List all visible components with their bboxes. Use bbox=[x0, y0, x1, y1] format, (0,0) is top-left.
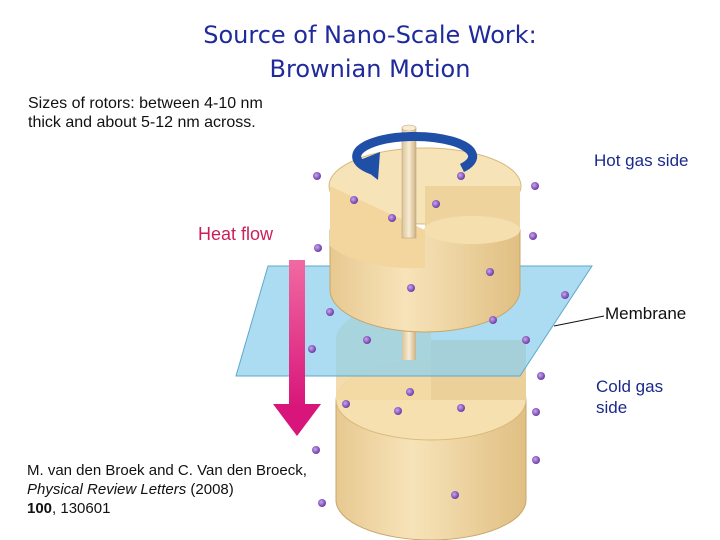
citation: M. van den Broek and C. Van den Broeck, … bbox=[27, 461, 347, 518]
citation-year: (2008) bbox=[186, 481, 234, 498]
cold-gas-side-label: Cold gas side bbox=[596, 377, 664, 417]
heat-flow-arrow-icon bbox=[273, 260, 321, 436]
gas-particles bbox=[308, 172, 569, 507]
heat-flow-label: Heat flow bbox=[198, 224, 274, 244]
citation-article: , 130601 bbox=[52, 500, 111, 517]
title-line-1: Source of Nano-Scale Work: bbox=[203, 21, 537, 49]
hot-gas-side-label: Hot gas side bbox=[594, 151, 689, 170]
upper-shaft bbox=[401, 127, 417, 239]
citation-authors: M. van den Broek and C. Van den Broeck, bbox=[27, 462, 307, 479]
citation-volume: 100 bbox=[27, 500, 53, 517]
rotation-arrow-icon bbox=[352, 131, 478, 180]
upper-rotor bbox=[328, 147, 522, 333]
title-line-2: Brownian Motion bbox=[269, 55, 471, 83]
citation-journal: Physical Review Letters bbox=[27, 481, 187, 498]
membrane-label: Membrane bbox=[605, 304, 687, 323]
rotor-size-note: Sizes of rotors: between 4-10 nm thick a… bbox=[28, 95, 263, 131]
page-title: Source of Nano-Scale Work: Brownian Moti… bbox=[0, 18, 720, 86]
